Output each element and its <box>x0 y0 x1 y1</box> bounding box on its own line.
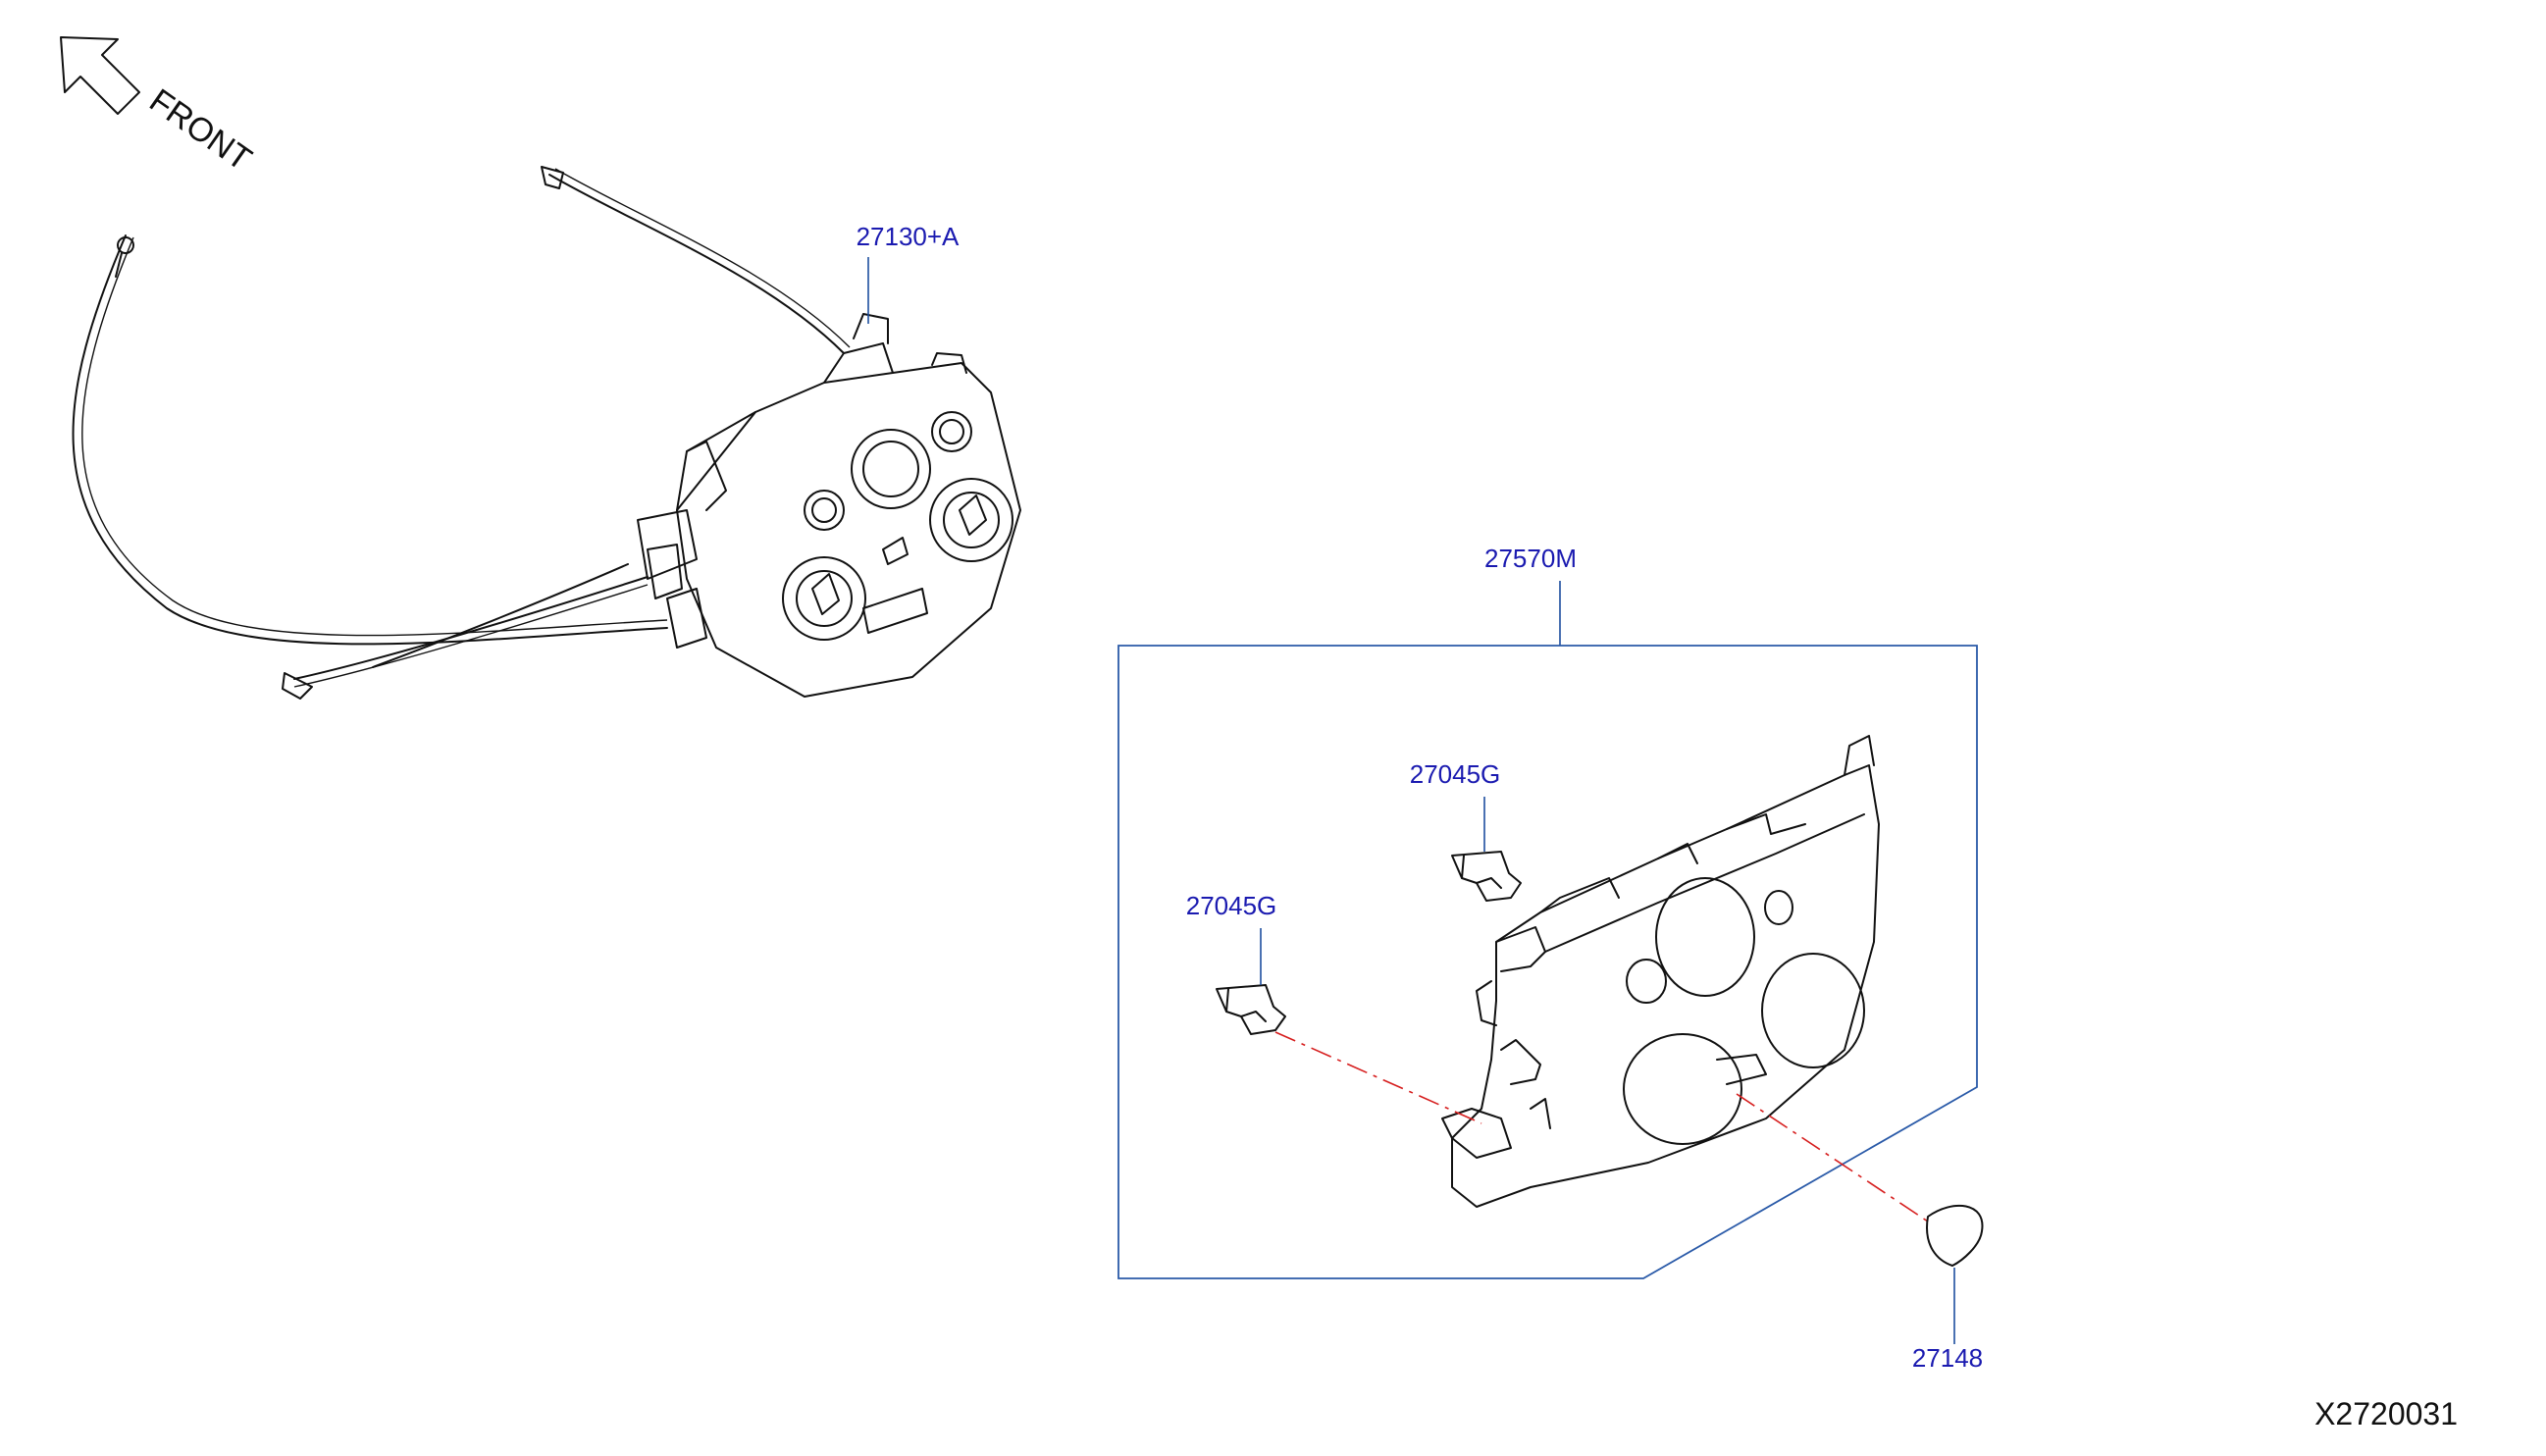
callout-clip-lower-label: 27045G <box>1186 891 1277 920</box>
callout-clip-upper: 27045G <box>1410 759 1501 852</box>
callout-panel-assembly: 27570M <box>1484 544 1577 646</box>
callout-control-unit-label: 27130+A <box>857 222 960 251</box>
callout-knob: 27148 <box>1912 1268 1983 1373</box>
clip-lower-drawing <box>1216 984 1286 1035</box>
diagram-id: X2720031 <box>2314 1396 2458 1431</box>
callout-clip-upper-label: 27045G <box>1410 759 1501 789</box>
control-unit-drawing <box>72 166 1021 700</box>
callout-control-unit: 27130+A <box>857 222 960 324</box>
front-indicator: FRONT <box>60 36 258 179</box>
assembly-bounding-box <box>1117 645 1978 1279</box>
callout-panel-assembly-label: 27570M <box>1484 544 1577 573</box>
center-line-clip <box>1274 1031 1482 1124</box>
front-panel-drawing <box>1441 735 1880 1208</box>
callout-clip-lower: 27045G <box>1186 891 1277 985</box>
front-label: FRONT <box>142 81 258 178</box>
front-arrow-icon <box>60 36 140 115</box>
knob-drawing <box>1926 1204 1984 1267</box>
callout-knob-label: 27148 <box>1912 1343 1983 1373</box>
clip-upper-drawing <box>1451 851 1522 902</box>
